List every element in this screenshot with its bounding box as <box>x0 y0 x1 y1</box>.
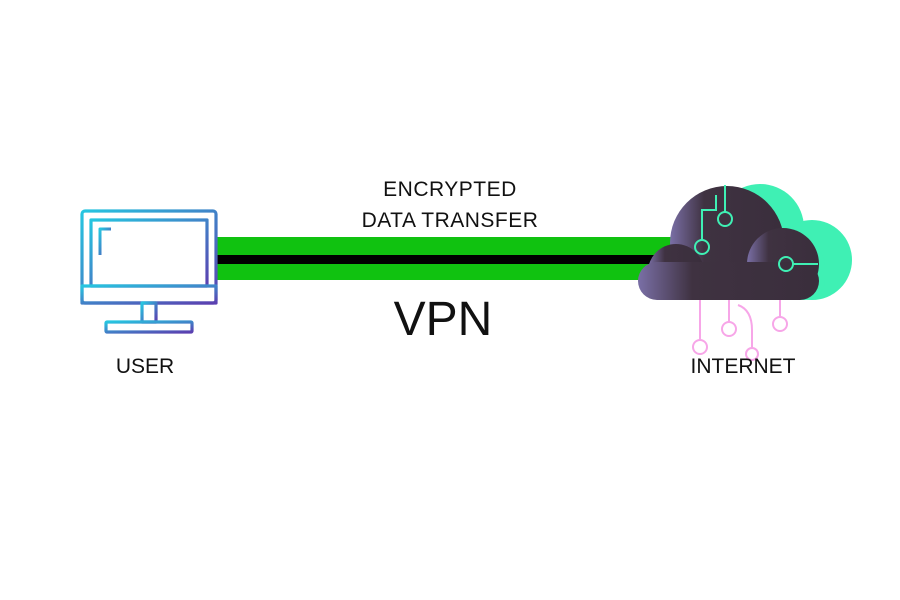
vpn-tunnel <box>217 237 680 280</box>
internet-label: INTERNET <box>690 355 796 378</box>
circuit-traces-top <box>694 185 818 272</box>
cloud-front <box>638 186 819 300</box>
tunnel-core <box>217 255 680 264</box>
circuit-traces-bottom <box>692 300 788 361</box>
vpn-label: VPN <box>393 293 493 346</box>
user-label: USER <box>115 355 175 378</box>
encrypted-label: ENCRYPTED <box>383 178 517 201</box>
computer-monitor-icon <box>80 209 218 334</box>
data-transfer-label: DATA TRANSFER <box>361 209 539 232</box>
circuit-cloud-icon <box>638 184 852 361</box>
